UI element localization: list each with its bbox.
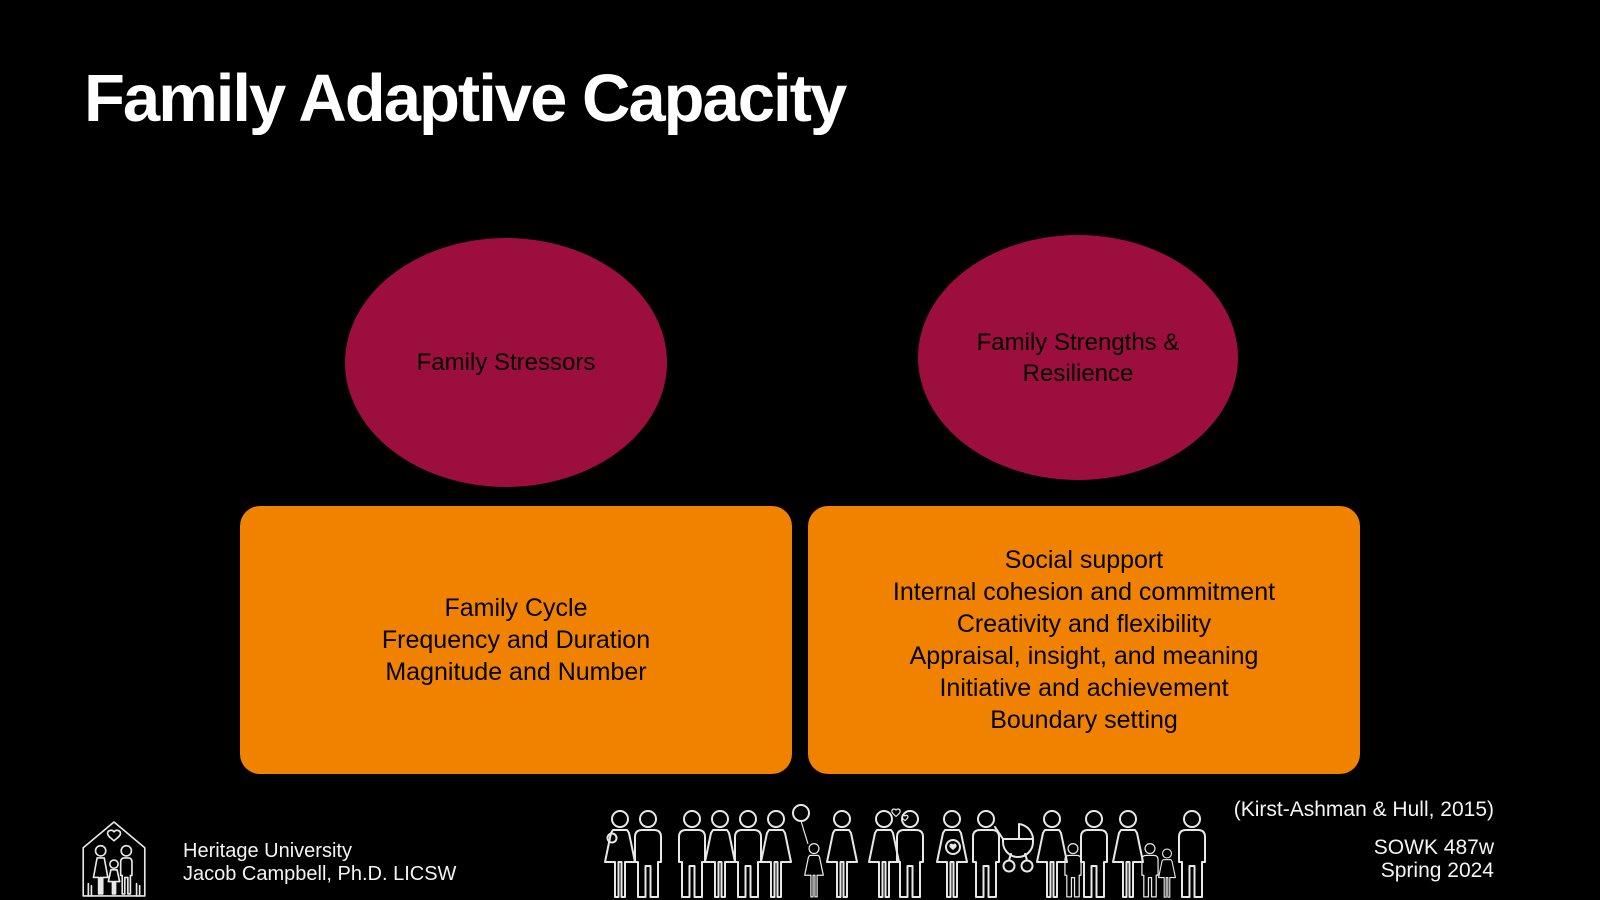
box-line: Frequency and Duration bbox=[381, 626, 651, 654]
family-strengths-ellipse: Family Strengths & Resilience bbox=[918, 235, 1238, 480]
family-strengths-box: Social support Internal cohesion and com… bbox=[808, 506, 1360, 774]
ellipse-label: Family Strengths & Resilience bbox=[976, 328, 1180, 387]
heritage-family-house-logo-icon bbox=[82, 821, 146, 897]
course-code: SOWK 487w bbox=[1373, 836, 1494, 859]
family-stressors-box: Family Cycle Frequency and Duration Magn… bbox=[240, 506, 792, 774]
box-line: Creativity and flexibility bbox=[956, 610, 1212, 638]
citation-text: (Kirst-Ashman & Hull, 2015) bbox=[1233, 798, 1494, 821]
footer-left: Heritage University Jacob Campbell, Ph.D… bbox=[183, 840, 456, 886]
box-line: Boundary setting bbox=[990, 706, 1178, 734]
ellipse-label: Family Stressors bbox=[416, 349, 596, 376]
organization-name: Heritage University bbox=[183, 840, 352, 862]
page-title: Family Adaptive Capacity bbox=[84, 61, 847, 136]
author-name: Jacob Campbell, Ph.D. LICSW bbox=[183, 863, 457, 885]
box-line: Family Cycle bbox=[444, 594, 588, 622]
family-silhouettes-illustration bbox=[604, 804, 1206, 898]
course-term: Spring 2024 bbox=[1380, 859, 1494, 882]
box-line: Social support bbox=[1004, 546, 1164, 574]
box-line: Magnitude and Number bbox=[385, 658, 647, 686]
box-line: Initiative and achievement bbox=[939, 674, 1229, 702]
box-line: Appraisal, insight, and meaning bbox=[909, 642, 1259, 670]
family-stressors-ellipse: Family Stressors bbox=[345, 238, 667, 487]
footer-right: SOWK 487w Spring 2024 bbox=[1374, 836, 1494, 882]
box-line: Internal cohesion and commitment bbox=[892, 578, 1276, 606]
